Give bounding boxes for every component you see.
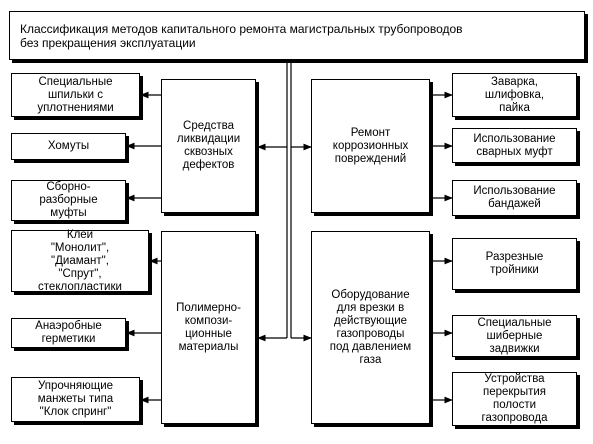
right-bandages: Использование бандажей (452, 180, 577, 216)
right-split-tees: Разрезные тройники (452, 238, 577, 290)
right-welded-couplings: Использование сварных муфт (452, 128, 577, 163)
left-adhesives: Клеи "Монолит", "Диамант", "Спрут", стек… (11, 229, 149, 293)
node-through-defects: Средства ликвидации сквозных дефектов (161, 79, 256, 213)
left-reinforcing-sleeves: Упрочняющие манжеты типа "Клок спринг" (11, 377, 140, 422)
right-gate-valves: Специальные шиберные задвижки (452, 315, 577, 357)
right-cavity-shutoff: Устройства перекрытия полости газопровод… (452, 372, 577, 426)
node-polymer-composites: Полимерно- компози- ционные материалы (161, 231, 256, 424)
node-hot-tapping-equipment: Оборудование для врезки в действующие га… (311, 231, 430, 424)
left-clamps: Хомуты (11, 133, 126, 160)
right-welding-grinding: Заварка, шлифовка, пайка (452, 73, 577, 117)
left-collapsible-couplings: Сборно- разборные муфты (11, 180, 126, 221)
diagram-title: Классификация методов капитального ремон… (9, 11, 585, 60)
left-anaerobic-sealants: Анаэробные герметики (11, 318, 126, 348)
left-special-studs: Специальные шпильки с уплотнениями (11, 73, 140, 117)
node-corrosion-repair: Ремонт коррозионных повреждений (311, 79, 430, 213)
